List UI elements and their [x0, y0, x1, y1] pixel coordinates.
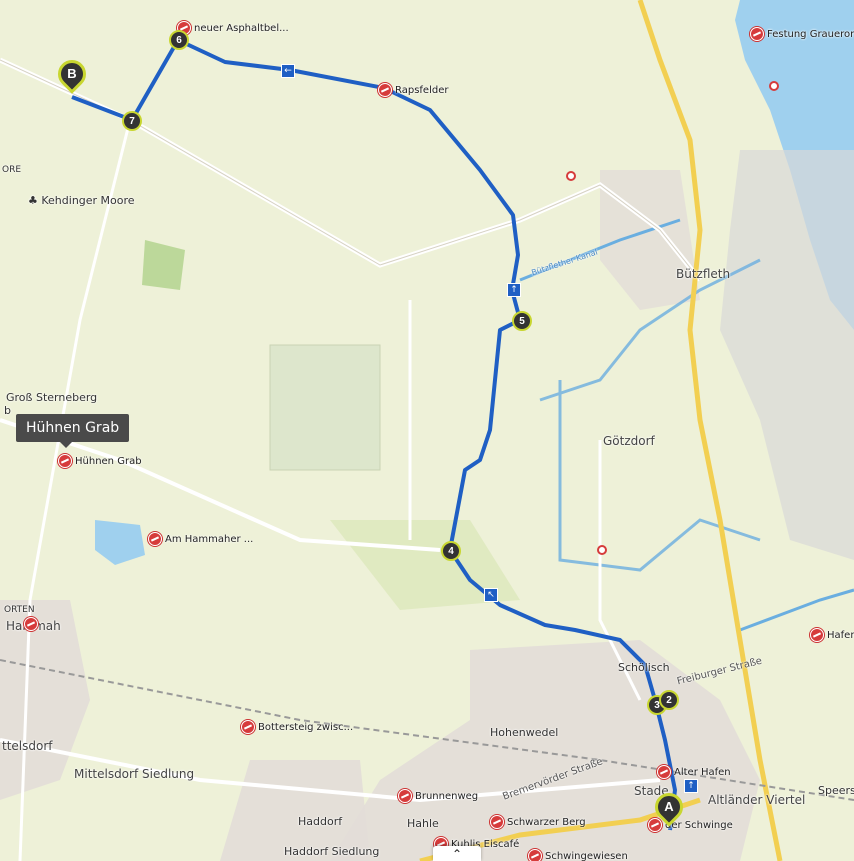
- moor-field: [269, 344, 381, 471]
- cemetery-icon: ♣: [28, 194, 38, 207]
- direction-arrow-icon: ↑: [684, 779, 698, 793]
- bike-poi-icon: [528, 849, 542, 861]
- buetzfleth-town: [600, 170, 700, 310]
- poi-hafen[interactable]: Hafen: [810, 628, 854, 642]
- waypoint-2[interactable]: 2: [659, 690, 679, 710]
- hammah-town: [0, 600, 90, 800]
- poi-label: Bottersteig zwisc...: [258, 721, 354, 733]
- poi-tooltip: Hühnen Grab: [16, 414, 130, 448]
- bike-poi-icon: [241, 720, 255, 734]
- end-marker-label: B: [67, 66, 77, 81]
- bike-poi-icon: [398, 789, 412, 803]
- place-altlaender-viertel: Altländer Viertel: [708, 793, 806, 807]
- goetzdorf-road: [598, 440, 642, 701]
- place-mittelsdorf: ttelsdorf: [2, 739, 53, 753]
- waypoint-5[interactable]: 5: [512, 311, 532, 331]
- poi-am-hammaher[interactable]: Am Hammaher ...: [148, 532, 253, 546]
- direction-arrow-left-icon: ←: [281, 64, 295, 78]
- bike-poi-icon: [24, 617, 38, 631]
- federal-road: [637, 0, 783, 861]
- place-hohenwedel: Hohenwedel: [490, 726, 559, 739]
- place-goetzdorf: Götzdorf: [603, 434, 655, 448]
- poi-neuer-asphalt[interactable]: neuer Asphaltbel...: [177, 21, 289, 35]
- place-hahle: Hahle: [407, 817, 439, 830]
- nature-reserve: ♣ Kehdinger Moore: [28, 194, 135, 207]
- place-gross-sterneberg: Groß Sterneberg: [6, 391, 98, 404]
- poi-label: Festung Grauerort: [767, 28, 854, 40]
- poi-label: Schwingewiesen: [545, 850, 628, 861]
- poi-label: Hühnen Grab: [75, 455, 142, 467]
- start-marker-label: A: [664, 799, 674, 814]
- south-road: [0, 738, 661, 803]
- place-partial-ore: ORE: [2, 165, 22, 175]
- place-speersort: Speers: [818, 784, 854, 797]
- poi-label: Am Hammaher ...: [165, 533, 254, 545]
- bike-poi-icon: [657, 765, 671, 779]
- place-haddorf-siedlung: Haddorf Siedlung: [284, 845, 380, 858]
- bike-poi-icon: [490, 815, 504, 829]
- place-orten: ORTEN: [4, 605, 35, 615]
- poi-bottersteig[interactable]: Bottersteig zwisc...: [241, 720, 353, 734]
- bike-poi-icon: [378, 83, 392, 97]
- place-partial-b: b: [4, 404, 11, 417]
- poi-label: der Schwinge: [665, 819, 733, 831]
- poi-label: Alter Hafen: [674, 766, 731, 778]
- poi-label: Brunnenweg: [415, 790, 479, 802]
- bike-poi-icon: [750, 27, 764, 41]
- industrial-area: [720, 150, 854, 560]
- place-buetzfleth: Bützfleth: [676, 267, 731, 281]
- poi-schwinge[interactable]: der Schwinge: [648, 818, 733, 832]
- poi-rapsfelder[interactable]: Rapsfelder: [378, 83, 448, 97]
- waypoint-6[interactable]: 6: [169, 30, 189, 50]
- place-mittelsdorf-siedlung: Mittelsdorf Siedlung: [74, 767, 195, 781]
- direction-arrow-up-icon: ↑: [507, 283, 521, 297]
- poi-label: neuer Asphaltbel...: [194, 22, 289, 34]
- poi-label: Kuhlis Eiscafé: [451, 838, 520, 850]
- lake: [95, 520, 145, 565]
- waypoint-4[interactable]: 4: [441, 541, 461, 561]
- place-haddorf: Haddorf: [298, 815, 343, 828]
- bike-poi-icon: [148, 532, 162, 546]
- route-line: [71, 38, 677, 831]
- expand-panel-button[interactable]: ⌃: [433, 846, 481, 861]
- poi-hammah[interactable]: [24, 617, 38, 631]
- waypoint-7[interactable]: 7: [122, 111, 142, 131]
- nature-reserve-label: Kehdinger Moore: [41, 194, 135, 207]
- poi-alter-hafen[interactable]: Alter Hafen: [657, 765, 731, 779]
- poi-schwingewiesen[interactable]: Schwingewiesen: [528, 849, 628, 861]
- bike-poi-icon: [58, 454, 72, 468]
- bike-poi-icon: [648, 818, 662, 832]
- meadow-patch: [330, 520, 520, 610]
- poi-festung[interactable]: Festung Grauerort: [750, 27, 854, 41]
- poi-brunnenweg[interactable]: Brunnenweg: [398, 789, 478, 803]
- poi-huehnen-grab[interactable]: Hühnen Grab: [58, 454, 142, 468]
- poi-label: Rapsfelder: [395, 84, 449, 96]
- poi-label: Schwarzer Berg: [507, 816, 586, 828]
- hafen-canal: [739, 588, 854, 632]
- poi-label: Hafen: [827, 629, 854, 641]
- direction-arrow-upleft-icon: ↖: [484, 588, 498, 602]
- west-road: [18, 119, 132, 861]
- place-schoelisch: Schölisch: [618, 661, 670, 674]
- poi-schwarzer-berg[interactable]: Schwarzer Berg: [490, 815, 586, 829]
- railway: [0, 659, 854, 801]
- forest-patch: [142, 240, 185, 290]
- bike-poi-icon: [810, 628, 824, 642]
- buetzflether-kanal-line: [519, 218, 681, 282]
- chevron-up-icon: ⌃: [451, 847, 463, 861]
